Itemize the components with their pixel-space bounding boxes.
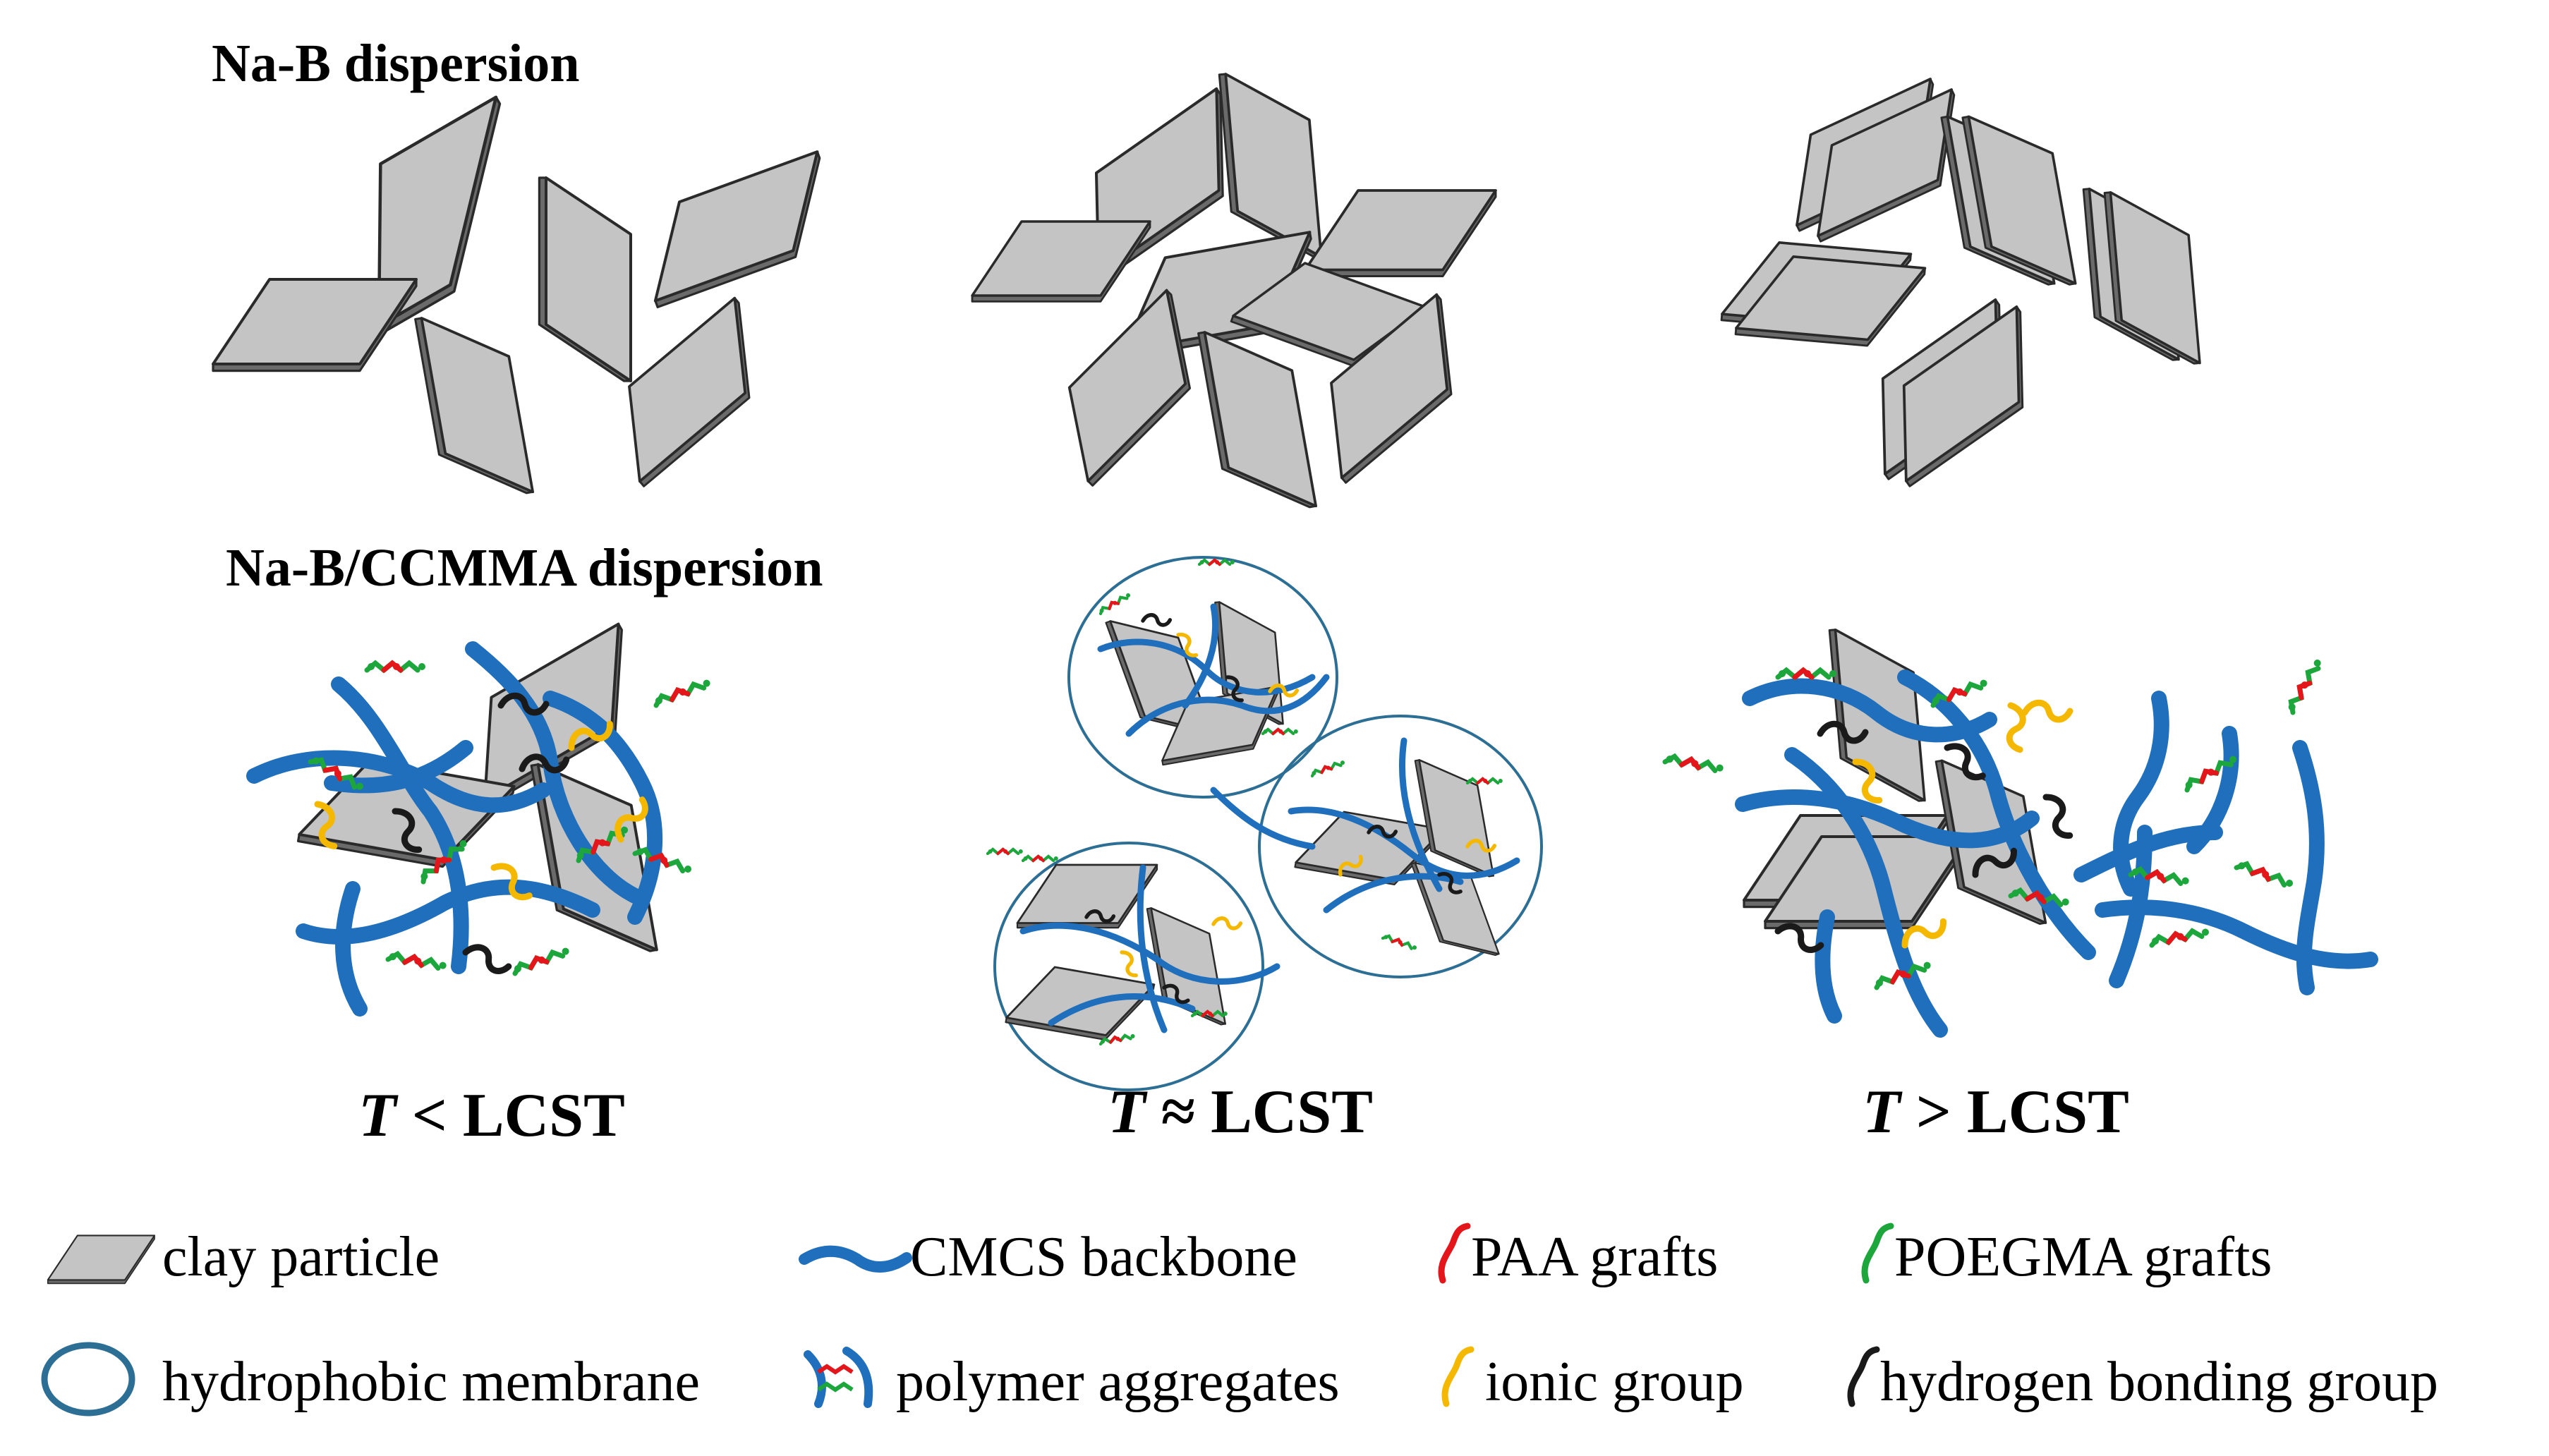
legend-paa-label: PAA grafts	[1471, 1226, 1718, 1288]
membrane-right	[1258, 715, 1543, 978]
legend-cmcs-label: CMCS backbone	[910, 1226, 1297, 1288]
legend-membrane-label: hydrophobic membrane	[162, 1351, 700, 1413]
legend: clay particle CMCS backbone PAA grafts P…	[41, 1223, 2438, 1416]
top-row-title: Na-B dispersion	[212, 34, 580, 93]
condition-label-above-lcst: T > LCST	[1863, 1078, 2129, 1146]
membrane-left	[993, 842, 1264, 1091]
legend-ionic-label: ionic group	[1485, 1351, 1744, 1413]
bottom-panel-2-polymer-aggregates	[988, 556, 1543, 1091]
top-panel-2-clay-house-of-cards	[971, 66, 1497, 523]
legend-cmcs-backbone: CMCS backbone	[799, 1226, 1297, 1288]
cmcs-backbone-icon	[799, 1245, 912, 1273]
legend-poegma-label: POEGMA grafts	[1894, 1226, 2272, 1288]
membrane-top	[1067, 556, 1338, 799]
legend-paa-grafts: PAA grafts	[1438, 1223, 1718, 1288]
top-panel-3-clay-stacked	[1720, 78, 2201, 488]
legend-ionic-group: ionic group	[1441, 1346, 1744, 1413]
membrane-icon	[41, 1342, 135, 1416]
bottom-panel-3-collapsed-network	[1665, 621, 2378, 1038]
legend-poegma-grafts: POEGMA grafts	[1861, 1223, 2272, 1288]
condition-label-below-lcst: T < LCST	[358, 1081, 625, 1150]
legend-polymer-aggregates: polymer aggregates	[804, 1347, 1340, 1413]
legend-aggregates-label: polymer aggregates	[896, 1351, 1340, 1413]
legend-hydrogen-bonding-group: hydrogen bonding group	[1847, 1346, 2438, 1413]
ionic-group-icon	[1441, 1346, 1475, 1407]
poegma-graft-icon	[1861, 1223, 1894, 1284]
polymer-aggregates-icon	[804, 1347, 873, 1408]
bottom-row-title: Na-B/CCMMA dispersion	[226, 538, 823, 597]
bottom-panel-1-clay-polymer-network	[246, 624, 711, 1017]
legend-clay-particle: clay particle	[47, 1226, 440, 1288]
clay-particle-icon	[47, 1234, 156, 1285]
legend-clay-label: clay particle	[162, 1226, 440, 1288]
hydrogen-bonding-icon	[1847, 1346, 1880, 1407]
legend-hydrophobic-membrane: hydrophobic membrane	[41, 1342, 700, 1416]
paa-graft-icon	[1438, 1223, 1471, 1284]
top-panel-1-clay-dispersed	[213, 97, 849, 509]
condition-label-near-lcst: T ≈ LCST	[1108, 1078, 1373, 1146]
legend-hbond-label: hydrogen bonding group	[1880, 1351, 2438, 1413]
